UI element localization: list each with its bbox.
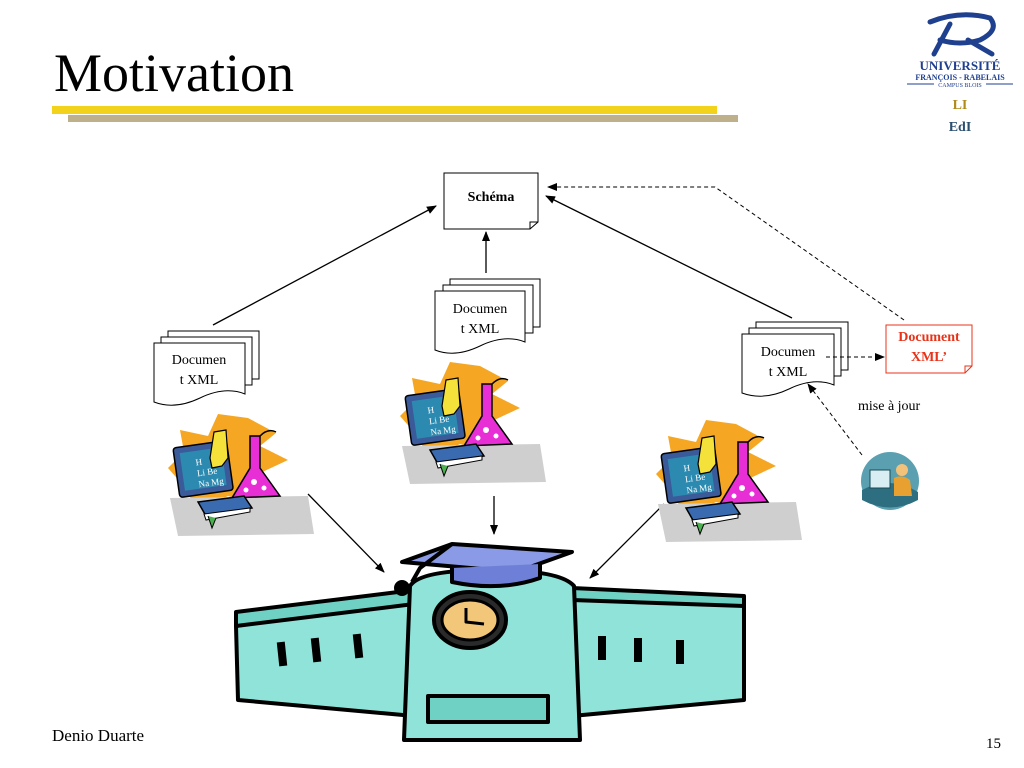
science-clipart-left bbox=[167, 413, 315, 537]
science-clipart-right bbox=[655, 419, 803, 543]
doc-right-line1: Documen bbox=[761, 345, 815, 360]
schema-node: Schéma bbox=[443, 172, 539, 230]
svg-text:Na Mg: Na Mg bbox=[686, 482, 713, 495]
science-clipart-center bbox=[399, 361, 547, 485]
arrow-user-to-doc bbox=[807, 383, 863, 456]
title-bar bbox=[52, 106, 717, 114]
university-building-illustration bbox=[234, 542, 746, 742]
svg-text:H: H bbox=[195, 457, 203, 468]
doc-center-line1: Documen bbox=[453, 302, 507, 317]
logo-lab2: EdI bbox=[949, 120, 972, 135]
schema-label: Schéma bbox=[468, 190, 515, 205]
footer-page-number: 15 bbox=[986, 736, 1001, 752]
doc-modified-line2: XML’ bbox=[911, 350, 947, 365]
user-computer-icon bbox=[861, 452, 919, 510]
arrow-clip-right-to-building bbox=[589, 503, 665, 579]
arrow-left-to-schema bbox=[212, 205, 437, 326]
doc-left-line2: t XML bbox=[180, 373, 219, 388]
svg-text:Li Be: Li Be bbox=[428, 414, 449, 427]
doc-right-line2: t XML bbox=[769, 365, 808, 380]
svg-text:H: H bbox=[427, 405, 435, 416]
title-bar-shadow bbox=[68, 115, 738, 122]
logo-line1: UNIVERSITÉ bbox=[920, 58, 1001, 73]
logo-line2: FRANÇOIS - RABELAIS bbox=[915, 73, 1005, 82]
university-logo: UNIVERSITÉ FRANÇOIS - RABELAIS CAMPUS BL… bbox=[907, 12, 1013, 135]
update-label: mise à jour bbox=[858, 399, 921, 414]
svg-text:Na Mg: Na Mg bbox=[430, 424, 457, 437]
arrow-modified-to-schema bbox=[547, 183, 905, 321]
svg-text:H: H bbox=[683, 463, 691, 474]
doc-center-node: Documen t XML bbox=[434, 278, 541, 354]
chalkboard-text-left: H Li Be Na Mg bbox=[195, 457, 225, 490]
doc-right-node: Documen t XML bbox=[741, 321, 849, 397]
svg-text:Li Be: Li Be bbox=[684, 472, 705, 485]
logo-lab1: LI bbox=[953, 98, 968, 113]
chalkboard-text-right: H Li Be Na Mg bbox=[683, 463, 713, 496]
arrow-right-to-schema bbox=[545, 195, 793, 319]
doc-modified-line1: Document bbox=[898, 330, 960, 345]
doc-left-line1: Documen bbox=[172, 353, 226, 368]
doc-modified-node: Document XML’ bbox=[885, 324, 973, 374]
slide-title: Motivation bbox=[54, 43, 294, 103]
doc-left-node: Documen t XML bbox=[153, 330, 260, 406]
svg-text:Na Mg: Na Mg bbox=[198, 476, 225, 489]
svg-text:Li Be: Li Be bbox=[196, 466, 217, 479]
chalkboard-text-center: H Li Be Na Mg bbox=[427, 405, 457, 438]
logo-line3: CAMPUS BLOIS bbox=[938, 83, 982, 89]
doc-center-line2: t XML bbox=[461, 322, 500, 337]
footer-author: Denio Duarte bbox=[52, 726, 145, 745]
arrow-clip-left-to-building bbox=[307, 493, 385, 573]
